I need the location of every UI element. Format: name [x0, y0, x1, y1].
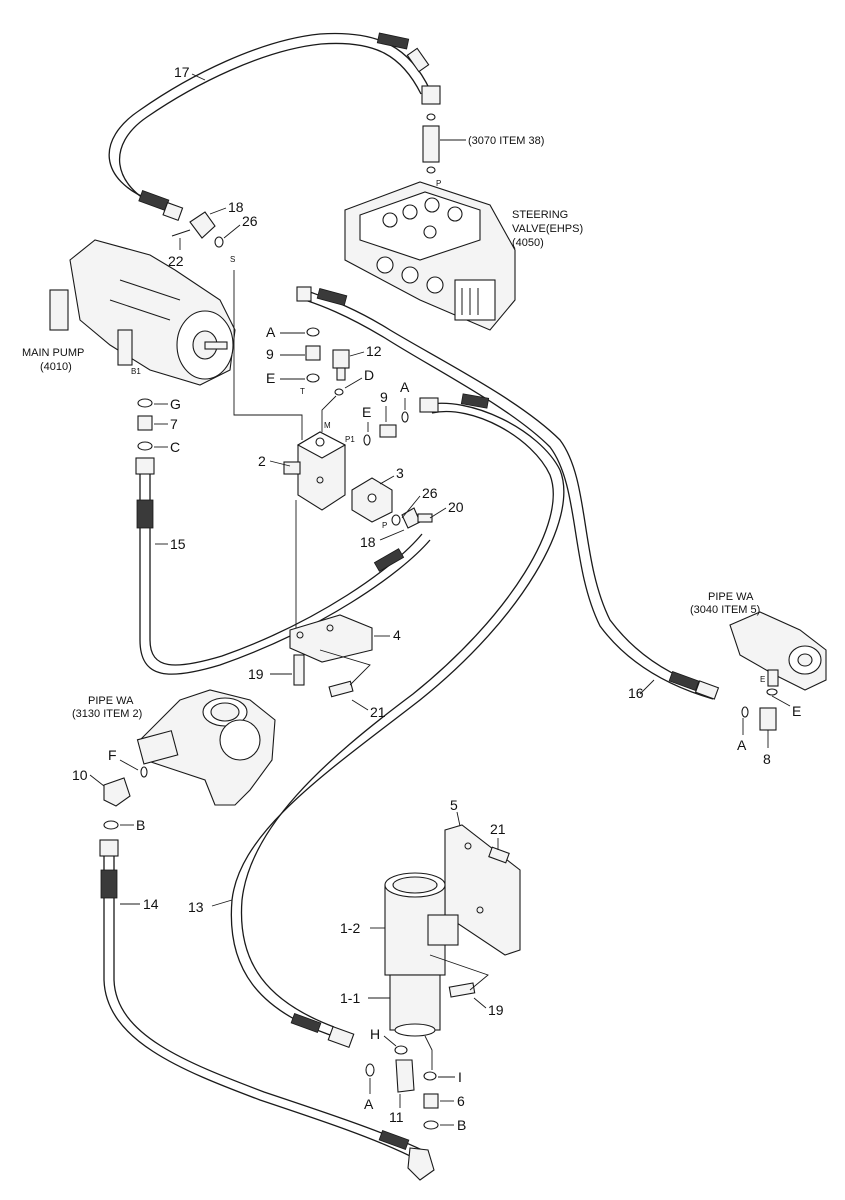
steering-valve-label-2: VALVE(EHPS) [512, 223, 583, 235]
label-h: H [370, 1026, 380, 1042]
port-m: M [324, 421, 331, 430]
part-7: 7 [170, 416, 178, 432]
port-e-pipe: E [760, 675, 765, 684]
part-3: 3 [396, 465, 404, 481]
fittings-right [741, 688, 778, 731]
main-pump [49, 239, 236, 386]
part-17: 17 [174, 64, 190, 80]
label-e-1: E [266, 370, 275, 386]
pipe-wa-left-label-2: (3130 ITEM 2) [72, 708, 142, 720]
hose-17 [108, 32, 441, 222]
port-s: S [230, 255, 235, 264]
part-18-top: 18 [228, 199, 244, 215]
part-4: 4 [393, 627, 401, 643]
port-p-top: P [436, 179, 441, 188]
fittings-top-block [305, 327, 409, 446]
part-2: 2 [258, 453, 266, 469]
pipe-wa-3040 [729, 611, 827, 691]
adapter-3070 [422, 113, 466, 174]
main-pump-label-2: (4010) [40, 361, 72, 373]
label-c: C [170, 439, 180, 455]
steering-valve-label-3: (4050) [512, 237, 544, 249]
port-b1: B1 [131, 367, 141, 376]
port-t: T [300, 387, 305, 396]
label-a-2: A [400, 379, 410, 395]
pump-fittings [137, 398, 153, 451]
part-16: 16 [628, 685, 644, 701]
part-18-mid: 18 [360, 534, 376, 550]
part-21-top: 21 [370, 704, 386, 720]
clamp-18-top [171, 211, 224, 248]
part-13: 13 [188, 899, 204, 915]
steering-valve-label-1: STEERING [512, 209, 568, 221]
part-19-top: 19 [248, 666, 264, 682]
part-14: 14 [143, 896, 159, 912]
label-d: D [364, 367, 374, 383]
part-8: 8 [763, 751, 771, 767]
filter-1-2 [384, 872, 459, 976]
part-9-a: 9 [266, 346, 274, 362]
label-b-1: B [136, 817, 145, 833]
part-15: 15 [170, 536, 186, 552]
part-26-mid: 26 [422, 485, 438, 501]
part-21-bottom: 21 [490, 821, 506, 837]
label-a-4: A [364, 1096, 374, 1112]
valve-block-2 [283, 431, 347, 511]
part-20: 20 [448, 499, 464, 515]
part-10: 10 [72, 767, 88, 783]
part-22: 22 [168, 253, 184, 269]
hose-16 [296, 286, 720, 700]
part-19-bottom: 19 [488, 1002, 504, 1018]
part-9-b: 9 [380, 389, 388, 405]
flange-3 [351, 477, 393, 523]
label-b-2: B [457, 1117, 466, 1133]
label-e-2: E [362, 404, 371, 420]
pipe-wa-top-label-2: (3040 ITEM 5) [690, 604, 760, 616]
ref-3070-label: (3070 ITEM 38) [468, 135, 544, 147]
label-e-3: E [792, 703, 801, 719]
pipe-wa-top-label-1: PIPE WA [708, 591, 754, 603]
part-1-1: 1-1 [340, 990, 360, 1006]
bracket-4 [289, 614, 373, 698]
part-26-top: 26 [242, 213, 258, 229]
clamp-18-mid [391, 507, 433, 529]
part-5: 5 [450, 797, 458, 813]
filter-1-1 [389, 954, 489, 1037]
fittings-bottom [365, 1045, 439, 1130]
hose-15 [135, 457, 431, 675]
steering-valve [344, 181, 516, 331]
pipe-wa-left-label-1: PIPE WA [88, 695, 134, 707]
part-1-2: 1-2 [340, 920, 360, 936]
label-i: I [458, 1069, 462, 1085]
port-p1: P1 [345, 435, 355, 444]
label-f: F [108, 747, 117, 763]
part-11: 11 [389, 1109, 404, 1125]
label-g: G [170, 396, 181, 412]
hose-14 [99, 839, 435, 1181]
hose-13 [230, 393, 565, 1049]
port-p-block: P [382, 521, 387, 530]
main-pump-label-1: MAIN PUMP [22, 347, 84, 359]
pipe-wa-3130 [136, 689, 276, 806]
fittings-left [103, 766, 148, 830]
label-a-1: A [266, 324, 276, 340]
part-12: 12 [366, 343, 382, 359]
label-a-3: A [737, 737, 747, 753]
part-6: 6 [457, 1093, 465, 1109]
